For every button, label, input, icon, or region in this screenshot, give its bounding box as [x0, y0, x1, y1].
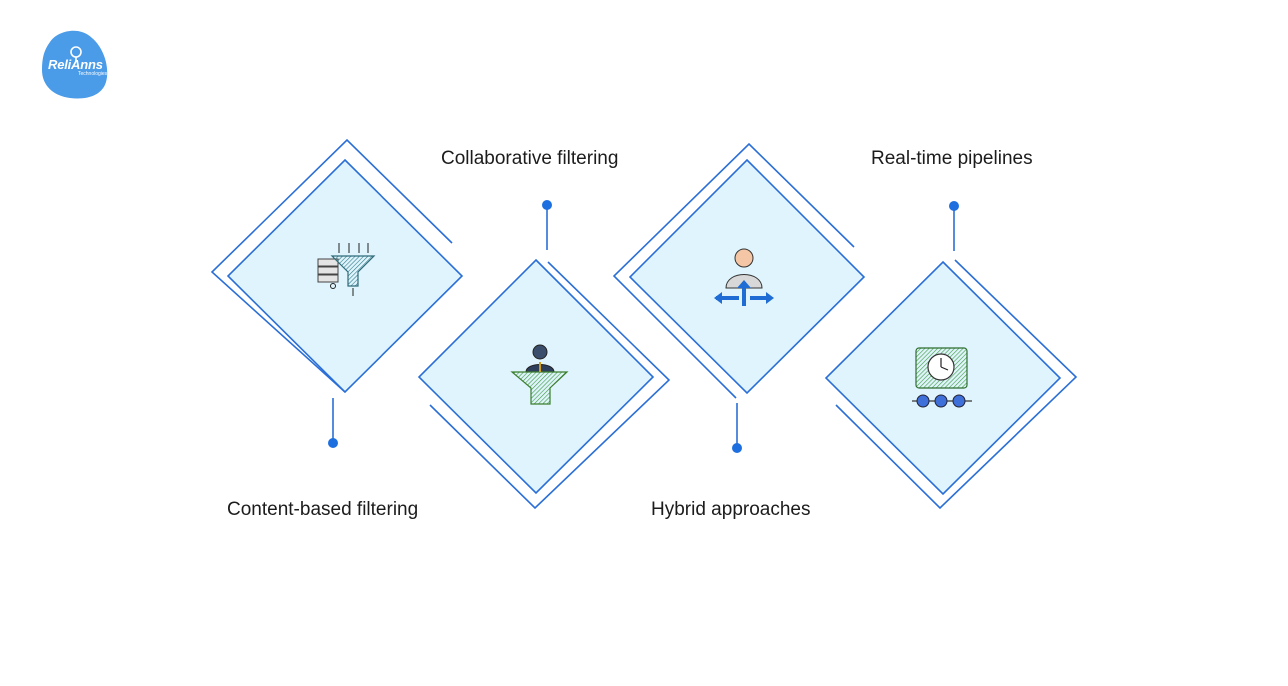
label-content-based: Content-based filtering [227, 499, 419, 520]
step-hybrid [612, 142, 866, 453]
data-funnel-icon [317, 243, 376, 296]
label-collaborative: Collaborative filtering [441, 148, 619, 169]
logo-tagline: Technologies [78, 71, 108, 77]
label-real-time: Real-time pipelines [871, 148, 1033, 169]
connector-dot [542, 200, 552, 210]
connector-dot [949, 201, 959, 211]
step-content-based [210, 138, 464, 448]
logo-wordmark: ReliAnns [48, 57, 103, 72]
outer-bracket [835, 259, 1078, 510]
person-arrows-icon [714, 248, 774, 306]
connector-dot [328, 438, 338, 448]
connector-dot [732, 443, 742, 453]
label-hybrid: Hybrid approaches [651, 499, 811, 520]
clock-pipeline-icon [912, 347, 972, 408]
relinns-logo [42, 30, 108, 99]
diamond [226, 158, 464, 394]
outer-bracket [429, 261, 671, 510]
outer-bracket [612, 142, 855, 399]
step-collaborative [417, 200, 671, 510]
step-real-time [824, 201, 1078, 510]
user-funnel-icon [510, 344, 569, 405]
outer-bracket [210, 138, 453, 393]
